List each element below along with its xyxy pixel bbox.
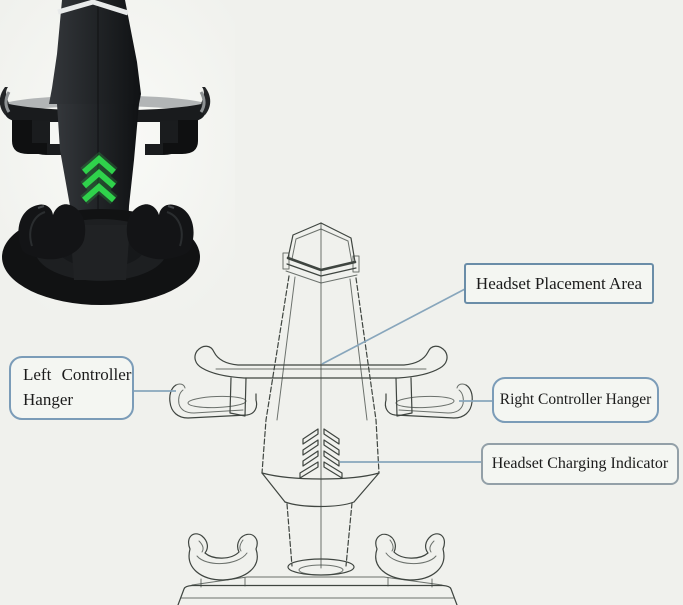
- callout-right-controller-hanger: Right Controller Hanger: [492, 377, 659, 423]
- drawing-right-hook: [384, 377, 473, 419]
- drawing-base: [177, 576, 458, 605]
- callout-headset-charging-indicator: Headset Charging Indicator: [481, 443, 679, 485]
- callout-headset-placement-area: Headset Placement Area: [464, 263, 654, 304]
- drawing-hanger-bar: [194, 345, 448, 379]
- photo-left-cradle: [18, 204, 86, 260]
- callout-left-controller-hanger-line1: Left Controller: [23, 365, 132, 385]
- photo-top-accent: [57, 0, 129, 16]
- photo-left-hooks: [12, 120, 65, 155]
- callout-right-controller-hanger-label: Right Controller Hanger: [499, 391, 652, 408]
- callout-left-controller-hanger: Left Controller Hanger: [9, 356, 134, 420]
- drawing-headset-cap: [282, 222, 360, 569]
- callout-headset-charging-indicator-label: Headset Charging Indicator: [491, 455, 669, 472]
- leader-headset-placement: [321, 288, 466, 365]
- callout-headset-placement-area-label: Headset Placement Area: [475, 273, 643, 293]
- photo-led-chevrons-icon: [80, 151, 118, 205]
- drawing-right-cradle: [375, 533, 445, 588]
- callout-leader-lines: [134, 288, 493, 463]
- drawing-left-hook: [169, 377, 258, 419]
- drawing-left-cradle: [188, 533, 258, 588]
- drawing-charging-indicator-chevrons: [299, 428, 343, 479]
- drawing-tower-body: [261, 275, 380, 576]
- callout-left-controller-hanger-line2: Hanger: [23, 390, 74, 409]
- photo-right-hooks: [145, 120, 198, 155]
- product-photo: [0, 0, 235, 310]
- photo-right-cradle: [126, 204, 194, 260]
